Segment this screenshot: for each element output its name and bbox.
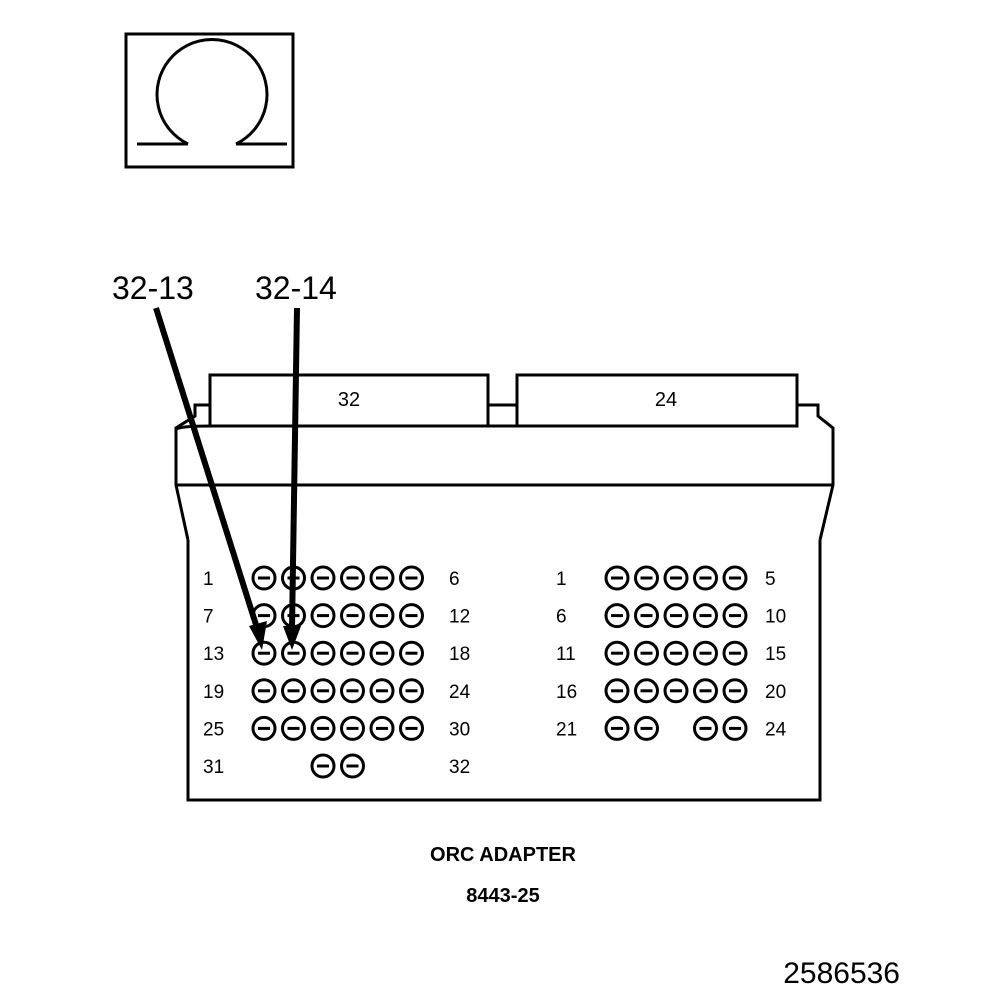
row-start-number: 11 xyxy=(556,644,576,665)
row-end-number: 24 xyxy=(449,682,471,703)
pin-socket xyxy=(693,640,718,666)
pin-socket xyxy=(663,565,689,591)
pin-socket xyxy=(722,565,748,591)
pin-socket xyxy=(251,640,277,666)
pin-socket xyxy=(634,640,659,666)
figure-id: 2586536 xyxy=(783,957,900,990)
row-start-number: 16 xyxy=(556,682,577,703)
pin-socket xyxy=(340,715,365,741)
pin-socket xyxy=(310,753,336,779)
pin-socket xyxy=(399,640,424,666)
pin-socket xyxy=(251,678,277,704)
arrow-32-13 xyxy=(153,307,260,629)
pin-socket xyxy=(310,678,336,704)
pin-socket xyxy=(399,565,424,591)
row-start-number: 31 xyxy=(203,757,224,778)
pin-socket xyxy=(604,565,630,591)
pin-socket xyxy=(604,640,630,666)
callout-arrows xyxy=(153,307,300,629)
pin-socket xyxy=(693,603,718,629)
row-start-number: 13 xyxy=(203,644,224,665)
pin-socket xyxy=(693,565,718,591)
pin-socket xyxy=(340,565,365,591)
pin-socket xyxy=(604,603,630,629)
pin-socket xyxy=(251,565,277,591)
pin-socket xyxy=(281,715,306,741)
pin-socket xyxy=(634,678,659,704)
pin-socket xyxy=(310,715,336,741)
pin-socket xyxy=(722,715,748,741)
row-end-number: 12 xyxy=(449,607,470,628)
pin-socket xyxy=(399,715,424,741)
row-end-number: 30 xyxy=(449,719,470,740)
connector-plug-32: 32 xyxy=(208,373,490,428)
pin-socket xyxy=(369,715,395,741)
connector-plug-24: 24 xyxy=(515,373,799,428)
pin-socket xyxy=(340,678,365,704)
row-start-number: 6 xyxy=(556,607,567,628)
row-start-number: 1 xyxy=(203,569,214,590)
row-end-number: 6 xyxy=(449,569,460,590)
arrow-head-32-14 xyxy=(283,626,301,650)
pin-socket xyxy=(281,678,306,704)
pin-socket xyxy=(722,678,748,704)
row-start-number: 25 xyxy=(203,719,224,740)
arrow-head-32-13 xyxy=(249,621,267,650)
pin-socket xyxy=(663,603,689,629)
row-end-number: 32 xyxy=(449,757,470,778)
row-end-number: 10 xyxy=(765,607,786,628)
callout-32-13: 32-13 xyxy=(112,270,194,306)
row-start-number: 19 xyxy=(203,682,224,703)
row-end-number: 15 xyxy=(765,644,786,665)
pin-socket xyxy=(310,603,336,629)
pin-socket xyxy=(722,603,748,629)
pin-socket xyxy=(604,678,630,704)
pin-socket xyxy=(722,640,748,666)
callout-32-14: 32-14 xyxy=(255,270,337,306)
pin-socket xyxy=(369,565,395,591)
pin-socket xyxy=(399,678,424,704)
row-end-number: 5 xyxy=(765,569,776,590)
pin-socket xyxy=(663,678,689,704)
pin-socket xyxy=(634,565,659,591)
connector-plug-24-label: 24 xyxy=(655,389,677,411)
pin-socket xyxy=(634,715,659,741)
pin-socket xyxy=(251,715,277,741)
pin-socket xyxy=(310,640,336,666)
pin-socket xyxy=(604,715,630,741)
pin-socket xyxy=(369,678,395,704)
pin-socket xyxy=(399,603,424,629)
row-start-number: 21 xyxy=(556,719,577,740)
pin-socket xyxy=(369,640,395,666)
pin-grid-32: 1 6 7 12 13 18 19 24 25 30 31 32 xyxy=(203,565,471,779)
connector-plug-32-label: 32 xyxy=(338,389,360,411)
pin-socket xyxy=(369,603,395,629)
pin-socket xyxy=(693,715,718,741)
pin-socket xyxy=(310,565,336,591)
pin-socket xyxy=(693,678,718,704)
pin-socket xyxy=(634,603,659,629)
pin-socket xyxy=(340,640,365,666)
row-end-number: 24 xyxy=(765,719,787,740)
row-end-number: 18 xyxy=(449,644,470,665)
arrow-32-14 xyxy=(289,307,300,629)
pin-socket xyxy=(340,603,365,629)
adapter-part-number: 8443-25 xyxy=(466,885,539,907)
row-end-number: 20 xyxy=(765,682,786,703)
pin-socket xyxy=(340,753,365,779)
ohm-icon xyxy=(124,32,295,169)
row-start-number: 1 xyxy=(556,569,567,590)
pin-socket xyxy=(663,640,689,666)
adapter-title: ORC ADAPTER xyxy=(430,844,576,866)
row-start-number: 7 xyxy=(203,607,214,628)
